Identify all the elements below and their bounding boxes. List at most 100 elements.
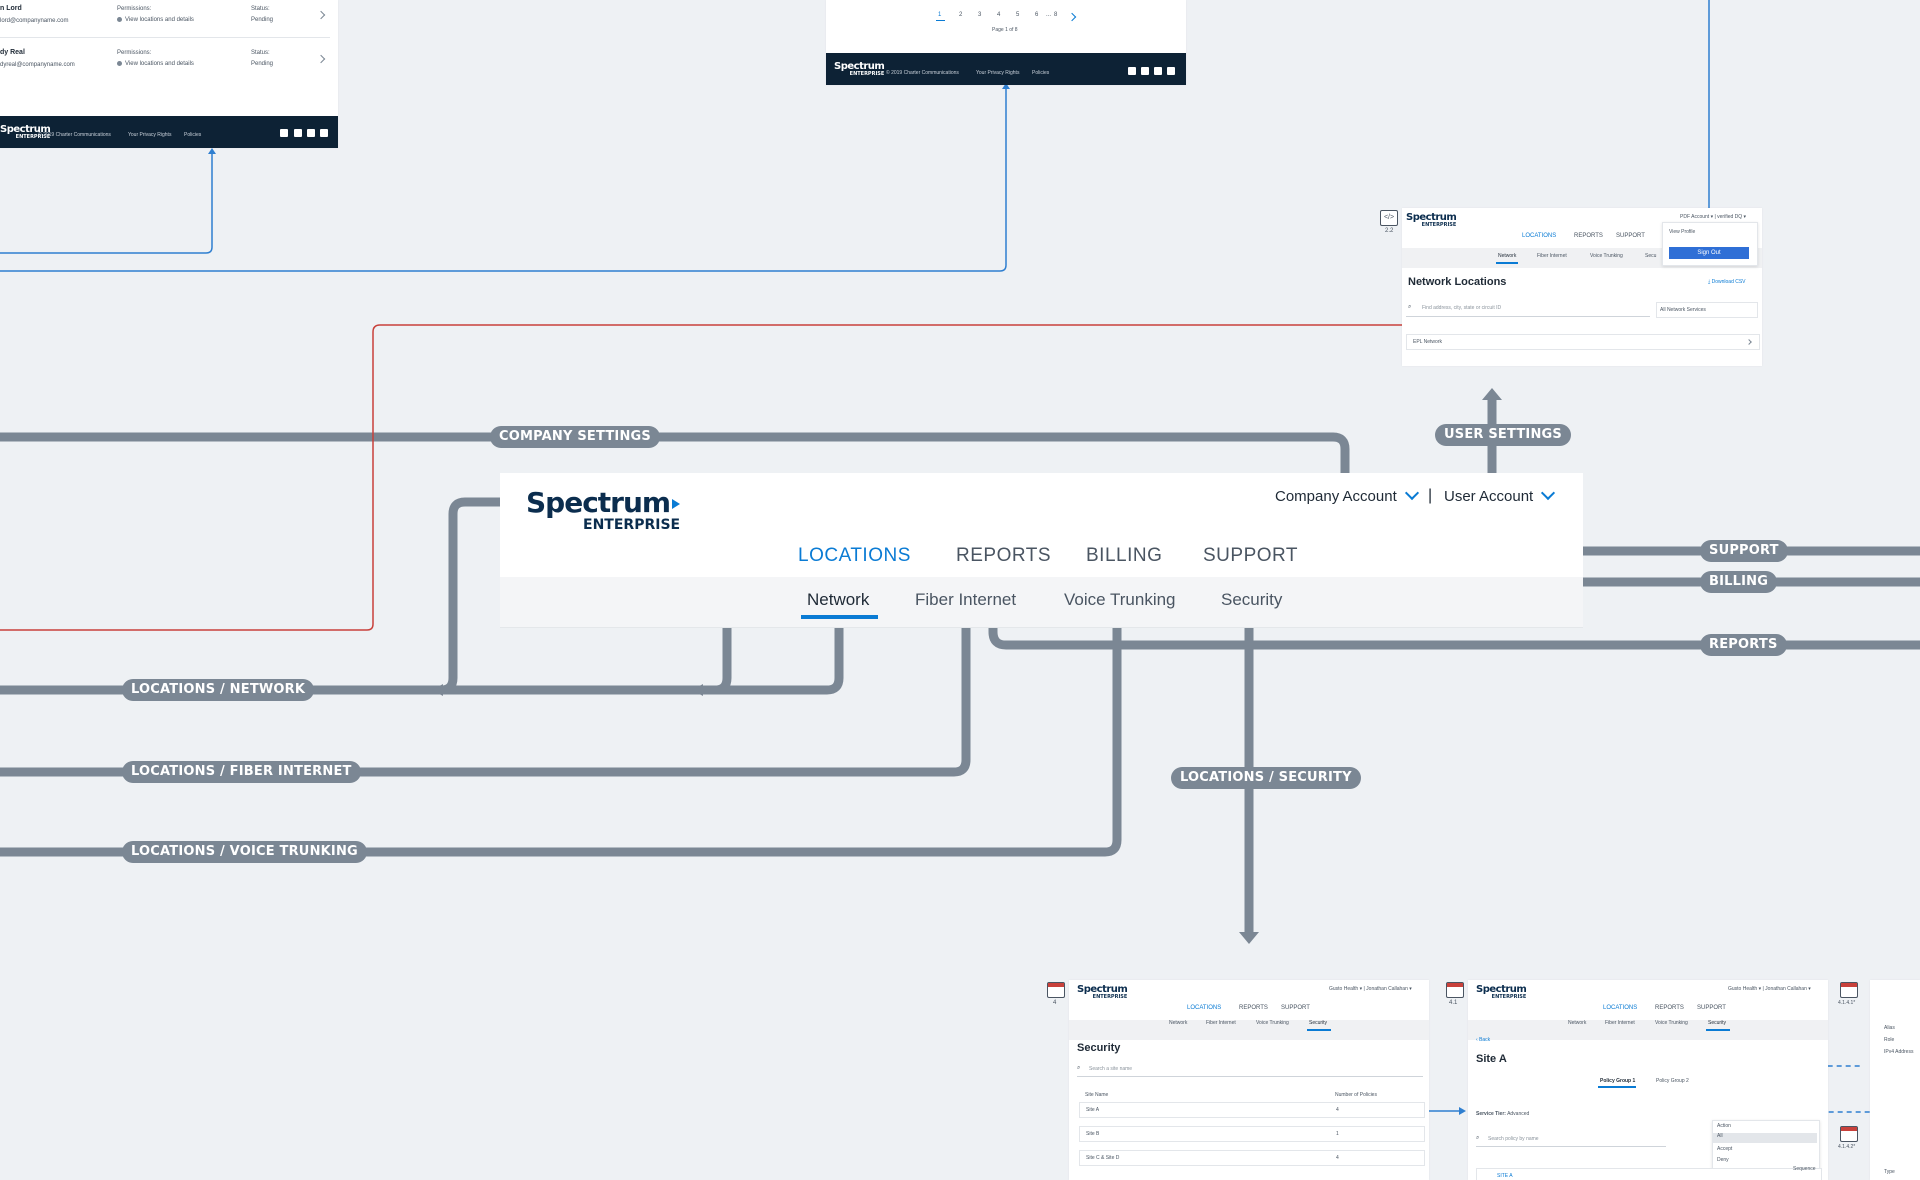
subnav-network[interactable]: Network (1498, 253, 1517, 259)
nav-locations[interactable]: LOCATIONS (1603, 1005, 1638, 1011)
flow-locations-network-from-subnav (700, 615, 844, 695)
account-menu-text[interactable]: Gusto Health ▾ | Jonathan Callahan ▾ (1728, 986, 1811, 992)
page-link[interactable]: 8 (1054, 12, 1058, 18)
nav-support[interactable]: SUPPORT (1616, 233, 1645, 239)
facebook-icon[interactable] (1141, 67, 1149, 75)
tab-policy-group-1[interactable]: Policy Group 1 (1600, 1078, 1636, 1084)
account-menu-text[interactable]: Gusto Health ▾ | Jonathan Callahan ▾ (1329, 986, 1412, 992)
next-page-icon[interactable] (1067, 12, 1077, 22)
action-option[interactable]: Deny (1717, 1157, 1729, 1163)
table-row[interactable]: Site C & Site D 4 (1079, 1150, 1425, 1166)
action-filter-dropdown[interactable]: Action All Accept Deny (1712, 1120, 1820, 1170)
company-account-menu[interactable]: Company Account (1275, 485, 1419, 505)
arrow-network-a (432, 684, 443, 696)
page-link[interactable]: 3 (978, 12, 982, 18)
subnav-fiber-internet[interactable]: Fiber Internet (1537, 253, 1567, 259)
subnav-voice-trunking[interactable]: Voice Trunking (1590, 253, 1623, 259)
nav-locations[interactable]: LOCATIONS (798, 545, 911, 566)
chevron-down-icon (1541, 485, 1556, 501)
tab-policy-group-2[interactable]: Policy Group 2 (1656, 1078, 1689, 1084)
page-link[interactable]: 6 (1035, 12, 1039, 18)
account-menu-text[interactable]: PDF Account ▾ | verified DQ ▾ (1680, 214, 1747, 220)
subnav-security[interactable]: Secu (1645, 253, 1657, 259)
instagram-icon[interactable] (1154, 67, 1162, 75)
footer-privacy-link[interactable]: Your Privacy Rights (976, 70, 1020, 76)
subnav-security[interactable]: Security (1708, 1020, 1727, 1026)
subnav-network[interactable]: Network (1169, 1020, 1188, 1026)
user-account-menu[interactable]: User Account (1444, 485, 1556, 505)
active-subnav-indicator (1307, 1029, 1331, 1031)
column-header-policies[interactable]: Number of Policies (1335, 1092, 1377, 1098)
subnav-voice-trunking[interactable]: Voice Trunking (1655, 1020, 1688, 1026)
page-link[interactable]: 5 (1016, 12, 1020, 18)
search-input[interactable]: Search policy by name (1488, 1136, 1539, 1142)
page-link-current[interactable]: 1 (938, 12, 942, 18)
subnav-fiber-internet[interactable]: Fiber Internet (915, 590, 1017, 609)
action-option[interactable]: All (1713, 1133, 1817, 1143)
search-icon: ⌕ (1476, 1135, 1480, 1141)
sign-out-button[interactable]: Sign Out (1669, 247, 1749, 259)
column-header-site[interactable]: Site Name (1085, 1092, 1109, 1098)
subnav-fiber-internet[interactable]: Fiber Internet (1605, 1020, 1635, 1026)
page-link[interactable]: 4 (997, 12, 1001, 18)
permissions-label: Permissions: (117, 6, 152, 12)
nav-support[interactable]: SUPPORT (1281, 1005, 1310, 1011)
screen-type-icon (1446, 982, 1464, 998)
facebook-icon[interactable] (294, 129, 302, 137)
linkedin-icon[interactable] (1167, 67, 1175, 75)
action-option[interactable]: Accept (1717, 1146, 1733, 1152)
nav-support[interactable]: SUPPORT (1697, 1005, 1726, 1011)
field-label: Alias (1884, 1025, 1895, 1031)
permissions-value: View locations and details (117, 17, 194, 23)
instagram-icon[interactable] (307, 129, 315, 137)
nav-reports[interactable]: REPORTS (1239, 1005, 1268, 1011)
download-csv-link[interactable]: ⤓ Download CSV (1708, 279, 1746, 285)
search-icon: ⌕ (1408, 304, 1412, 310)
active-subnav-indicator (1706, 1029, 1730, 1031)
subnav-network[interactable]: Network (807, 590, 870, 609)
nav-reports[interactable]: REPORTS (1655, 1005, 1684, 1011)
chevron-right-icon[interactable] (316, 54, 326, 64)
table-row[interactable]: SITE A Sequence (1476, 1166, 1822, 1180)
thumbnail-policy-detail[interactable]: Alias Role IPv4 Address Type (1870, 980, 1920, 1180)
flow-locations-voice (0, 615, 1122, 857)
field-label: Role (1884, 1037, 1895, 1043)
footer-policies-link[interactable]: Policies (184, 132, 202, 138)
page-link[interactable]: 2 (959, 12, 963, 18)
search-icon: ⌕ (1077, 1065, 1081, 1071)
flow-locations-network-from-logo (0, 497, 518, 695)
view-profile-link[interactable]: View Profile (1669, 229, 1696, 235)
spectrum-enterprise-logo[interactable]: Spectrum ENTERPRISE (526, 486, 681, 533)
subnav-security[interactable]: Security (1309, 1020, 1328, 1026)
subnav-security[interactable]: Security (1221, 590, 1283, 609)
thumbnail-users-list[interactable]: n Lord lord@companyname.com Permissions:… (0, 0, 338, 148)
network-service-filter[interactable]: All Network Services (1656, 302, 1758, 318)
nav-locations[interactable]: LOCATIONS (1522, 233, 1557, 239)
subnav-voice-trunking[interactable]: Voice Trunking (1256, 1020, 1289, 1026)
nav-billing[interactable]: BILLING (1086, 545, 1163, 566)
twitter-icon[interactable] (280, 129, 288, 137)
footer-privacy-link[interactable]: Your Privacy Rights (128, 132, 172, 138)
twitter-icon[interactable] (1128, 67, 1136, 75)
subnav-voice-trunking[interactable]: Voice Trunking (1064, 590, 1176, 609)
linkedin-icon[interactable] (320, 129, 328, 137)
back-link[interactable]: ‹ Back (1476, 1037, 1491, 1043)
chevron-right-icon[interactable] (316, 10, 326, 20)
subnav-fiber-internet[interactable]: Fiber Internet (1206, 1020, 1236, 1026)
table-row[interactable]: Site B 1 (1079, 1126, 1425, 1142)
search-input[interactable]: Search a site name (1089, 1066, 1133, 1072)
search-input[interactable]: Find address, city, state or circuit ID (1422, 305, 1502, 311)
footer-policies-link[interactable]: Policies (1032, 70, 1050, 76)
table-row[interactable]: Site A 4 (1079, 1102, 1425, 1118)
nav-reports[interactable]: REPORTS (956, 545, 1052, 566)
nav-support[interactable]: SUPPORT (1203, 545, 1299, 566)
list-item[interactable]: EPL Network (1406, 334, 1760, 350)
subnav-network[interactable]: Network (1568, 1020, 1587, 1026)
nav-locations[interactable]: LOCATIONS (1187, 1005, 1222, 1011)
nav-reports[interactable]: REPORTS (1574, 233, 1603, 239)
